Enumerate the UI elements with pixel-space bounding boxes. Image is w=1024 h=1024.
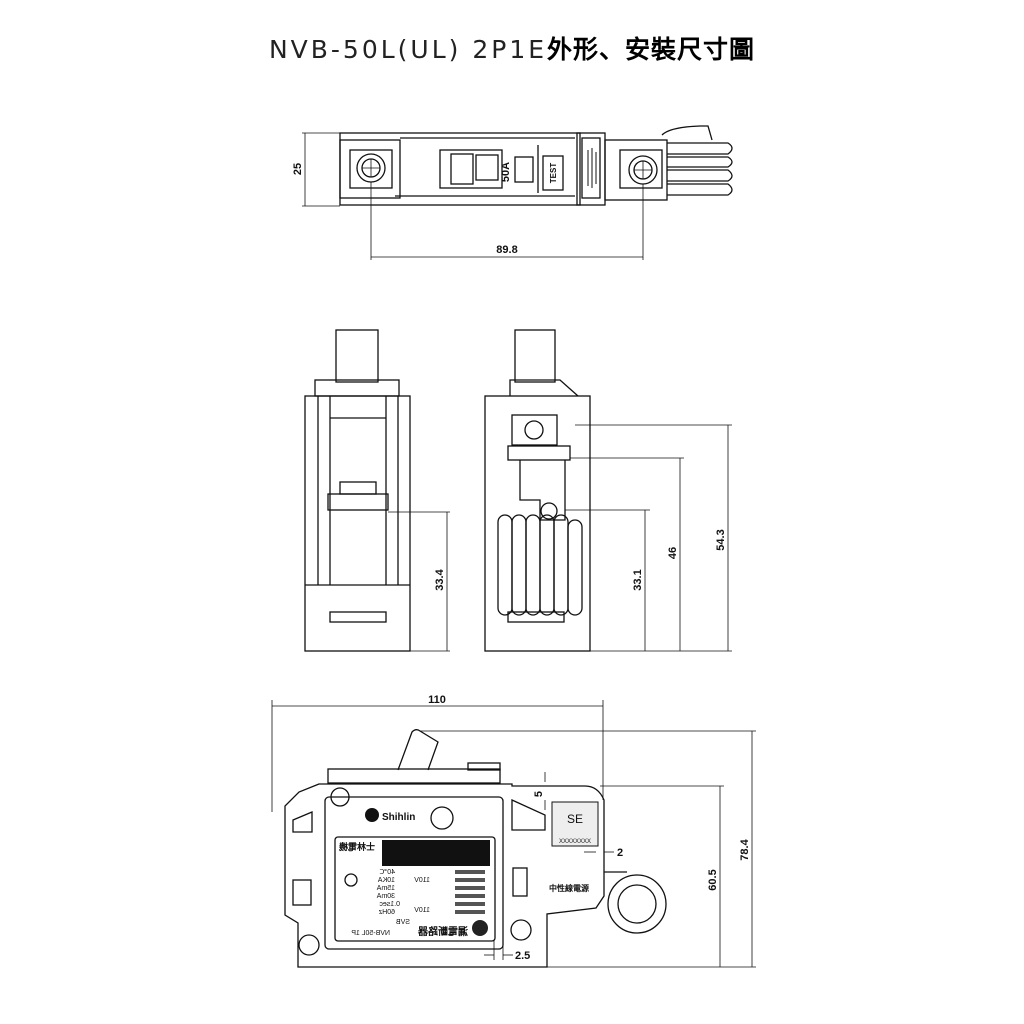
coiled-wire-side: [497, 502, 583, 616]
dim-height-front: 78.4: [739, 838, 751, 860]
left-terminal-screw-icon: [356, 153, 386, 183]
model-title: NVB-50L(UL) 2P1E: [268, 35, 548, 64]
screw-icon: [524, 420, 544, 440]
neutral-ring-terminal: [607, 874, 667, 934]
brand-name: Shihlin: [382, 812, 415, 823]
nameplate-trip-time: 0.1sec: [379, 901, 400, 908]
right-terminal-screw-icon: [628, 155, 658, 185]
test-button[interactable]: [542, 155, 564, 191]
se-label: SE: [567, 812, 583, 826]
coiled-wire: [661, 125, 733, 196]
indicator-icon: [472, 920, 488, 936]
product-name: 漏電斷路器: [417, 925, 468, 938]
side-view-left: 33.4: [304, 329, 450, 652]
dim-left-height: 33.4: [434, 568, 446, 590]
dim-terminal-pitch: 89.8: [496, 244, 517, 256]
dim-right-c: 54.3: [715, 529, 727, 550]
nameplate-voltage-1: 110V: [414, 877, 430, 884]
brand-cn: 士林電機: [339, 841, 375, 852]
test-button-label: TEST: [549, 163, 558, 184]
shihlin-logo-icon: [365, 808, 379, 822]
dim-right-b: 46: [667, 547, 679, 559]
dim-offset-right: 2: [617, 847, 623, 859]
ul-mark-icon: [344, 873, 358, 887]
nameplate-sensitivity: 30mA: [376, 893, 395, 900]
dim-width: 110: [428, 694, 446, 706]
nameplate-voltage-2: 110V: [414, 907, 430, 914]
dim-offset-top: 5: [533, 791, 545, 797]
nameplate-model: NVB-50L 1P: [351, 930, 390, 937]
nameplate-breaking: 10KA: [378, 877, 395, 884]
rating-label: 50A: [500, 162, 512, 182]
front-view: Shihlin 士林電機 漏電斷路器 NVB-50L 1P SVB 60Hz 0…: [271, 694, 756, 968]
dim-offset-bottom: 2.5: [515, 950, 530, 962]
title-description: 外形、安裝尺寸圖: [547, 36, 756, 64]
nameplate-type: SVB: [396, 919, 410, 926]
side-view-right: 33.1 46 54.3: [484, 329, 732, 652]
nameplate-temperature: 40℃: [379, 869, 395, 876]
dim-height: 25: [292, 163, 304, 175]
dim-right-a: 33.1: [632, 569, 644, 590]
serial-label: XXXXXXXX: [559, 839, 591, 845]
neutral-label: 中性線電源: [549, 883, 589, 893]
drawing-title: NVB-50L(UL) 2P1E外形、安裝尺寸圖: [0, 30, 1024, 66]
nameplate-rated-current: 15mA: [376, 885, 395, 892]
nameplate-frequency: 60Hz: [378, 909, 395, 916]
top-view: 50A TEST 25 89.8: [292, 125, 733, 260]
dim-depth: 60.5: [707, 869, 719, 890]
